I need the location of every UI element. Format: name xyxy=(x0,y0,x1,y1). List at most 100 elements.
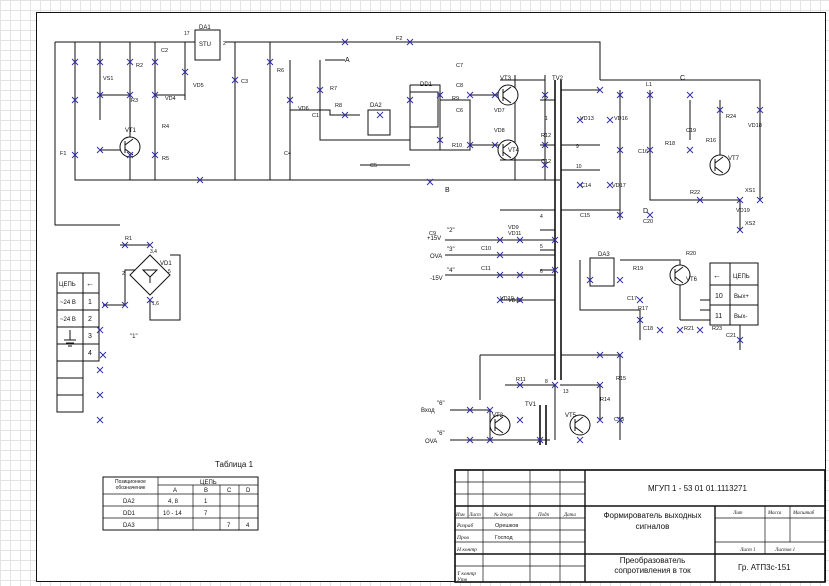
terminal-marker xyxy=(646,211,654,219)
label-r9: R9 xyxy=(452,96,459,102)
table-1-head-group: ЦЕПЬ xyxy=(200,480,217,486)
transformers: TV2 1 2 4 5 6 9 10 13 8 TV1 xyxy=(525,76,582,445)
terminal-marker xyxy=(686,91,694,99)
terminal-marker xyxy=(406,96,414,104)
terminal-marker xyxy=(616,146,624,154)
terminal-marker xyxy=(126,151,134,159)
terminal-marker xyxy=(99,351,107,359)
net-label-d: D xyxy=(643,208,648,215)
terminal-marker xyxy=(496,236,504,244)
terminal-marker xyxy=(196,176,204,184)
label-r7: R7 xyxy=(330,86,337,92)
label-r8: R8 xyxy=(335,103,342,109)
left-connector-pin-2: 2 xyxy=(88,316,92,323)
terminal-marker xyxy=(616,211,624,219)
label-c21: C21 xyxy=(726,333,736,339)
label-r11: R11 xyxy=(516,377,526,383)
tb-head-lit: Лит xyxy=(732,511,743,516)
label-f1: F1 xyxy=(60,151,66,157)
label-r15: R15 xyxy=(616,376,626,382)
label-r22: R22 xyxy=(690,190,700,196)
table-1-row-1-name: DA2 xyxy=(123,499,135,505)
label-xs1: XS1 xyxy=(745,188,755,194)
tv2-pin9: 9 xyxy=(576,144,579,150)
terminal-marker xyxy=(466,436,474,444)
label-vd17: VD17 xyxy=(612,183,626,189)
vt5-label: VT5 xyxy=(565,413,577,419)
vt1-label: VT1 xyxy=(125,128,137,134)
table-1-row-3-d: 4 xyxy=(246,523,250,529)
terminal-marker xyxy=(231,76,239,84)
terminal-marker xyxy=(406,38,414,46)
table-1-col-c: C xyxy=(227,488,232,494)
terminal-marker xyxy=(736,336,744,344)
tb-role-3: Н контр xyxy=(456,547,477,553)
table-1-row-2-a: 10 - 14 xyxy=(163,511,182,517)
label-vd4: VD4 xyxy=(165,96,176,102)
net-labels: A B C D xyxy=(345,57,685,215)
terminal-marker xyxy=(756,196,764,204)
terminal-marker xyxy=(466,141,474,149)
tb-sheet: Лист 1 xyxy=(739,548,755,553)
label-c13: C13 xyxy=(614,417,624,423)
terminal-marker xyxy=(101,301,109,309)
label-vd8: VD8 xyxy=(494,128,505,134)
terminal-marker xyxy=(266,58,274,66)
label-r10: R10 xyxy=(452,143,462,149)
left-connector-arrow: ← xyxy=(86,279,94,288)
label-c9: C9 xyxy=(429,231,436,237)
label-c12: C12 xyxy=(541,159,551,165)
tb-role-5: Утв xyxy=(457,577,468,583)
terminal-marker xyxy=(696,326,704,334)
terminal-marker xyxy=(96,416,104,424)
label-vs1: VS1 xyxy=(103,76,113,82)
terminal-marker xyxy=(486,406,494,414)
vd1-pin34: 3,4 xyxy=(150,249,157,255)
terminal-marker xyxy=(596,416,604,424)
dd1-label: DD1 xyxy=(420,82,433,88)
label-r4: R4 xyxy=(162,124,169,130)
terminal-marker xyxy=(466,91,474,99)
right-connector-pin-11: 11 xyxy=(715,313,722,320)
input-label: Вход xyxy=(421,408,435,414)
label-vd12: VD12 xyxy=(508,298,522,304)
label-c8: C8 xyxy=(456,83,463,89)
terminal-marker xyxy=(146,241,154,249)
drawing-subtitle: Преобразователь сопротивления в ток xyxy=(614,556,691,575)
tb-head-ndoc: № докум xyxy=(493,512,513,518)
terminal-marker xyxy=(181,68,189,76)
terminal-marker xyxy=(486,436,494,444)
terminal-marker xyxy=(606,181,614,189)
terminal-marker xyxy=(676,326,684,334)
tv2-pin1: 1 xyxy=(545,116,548,122)
da2-label: DA2 xyxy=(370,103,382,109)
supply-plus15: +15V xyxy=(427,236,441,242)
right-connector-pin-10: 10 xyxy=(715,293,723,300)
label-r1: R1 xyxy=(125,236,132,242)
left-connector-net-2: ~24 В xyxy=(60,317,76,323)
table-1-col-b: B xyxy=(204,488,208,494)
terminal-marker xyxy=(736,196,744,204)
terminal-marker xyxy=(96,391,104,399)
tb-role-4: Т контр xyxy=(457,571,476,577)
vd1-pin5: 5 xyxy=(168,269,171,275)
table-1-row-2-name: DD1 xyxy=(123,511,136,517)
terminal-markers xyxy=(71,38,764,444)
label-c6: C6 xyxy=(456,108,463,114)
terminal-marker xyxy=(516,296,524,304)
tv2-label: TV2 xyxy=(552,76,564,82)
table-1-col-a: A xyxy=(173,488,177,494)
transistors: VT1 VT3 VT4 VT6 VT7 VT2 VT5 xyxy=(119,76,740,436)
label-vd9: VD9 xyxy=(508,225,519,231)
drawing-title: Формирователь выходных сигналов xyxy=(603,511,702,531)
net-label-b: B xyxy=(445,187,450,194)
terminal-marker xyxy=(121,301,129,309)
left-connector-header: ЦЕПЬ xyxy=(59,282,76,288)
terminal-marker xyxy=(121,241,129,249)
tv2-pin8: 8 xyxy=(545,379,548,385)
tb-head-podp: Подп xyxy=(537,513,550,518)
vt1-body xyxy=(119,136,141,158)
tb-name-1: Орешков xyxy=(495,523,518,529)
vt4-label: VT4 xyxy=(508,148,520,154)
